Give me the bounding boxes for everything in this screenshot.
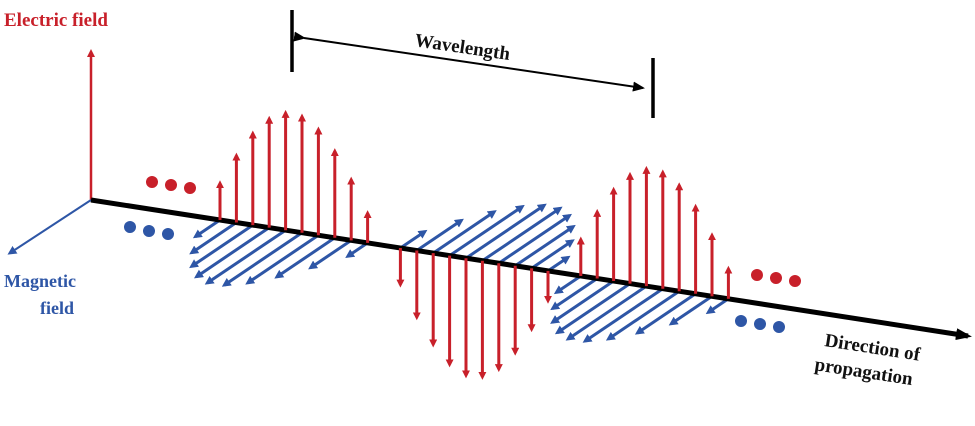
magnetic-field-label-line2: field — [40, 298, 74, 318]
magnetic-field-arrow — [399, 229, 428, 250]
magnetic-field-arrow — [448, 204, 525, 257]
magnetic-field-arrow — [705, 297, 730, 315]
magnetic-field-arrow — [204, 228, 287, 285]
magnetic-field-arrows — [189, 203, 730, 343]
magnetic-field-arrow — [550, 279, 615, 324]
magnetic-field-arrow — [582, 287, 664, 343]
magnetic-field-arrow — [192, 218, 221, 239]
magnetic-field-arrow — [550, 277, 599, 311]
magnetic-continuation-dots-left — [124, 221, 174, 240]
magnetic-field-arrow — [668, 295, 713, 326]
magnetic-field-label-line1: Magnetic — [4, 271, 76, 291]
magnetic-field-arrow — [274, 236, 336, 279]
propagation-axis — [90, 197, 972, 341]
magnetic-field-arrow — [553, 274, 582, 295]
magnetic-field-arrow — [415, 218, 464, 252]
magnetic-field-axis — [7, 199, 92, 255]
magnetic-field-arrow — [514, 224, 576, 268]
electric-field-label: Electric field — [4, 10, 108, 31]
magnetic-field-arrow — [194, 226, 271, 279]
electric-continuation-dots-left — [146, 176, 196, 194]
magnetic-continuation-dots-right — [735, 315, 785, 333]
magnetic-field-arrow — [189, 223, 254, 269]
magnetic-field-arrow — [547, 255, 571, 273]
magnetic-field-arrow — [432, 210, 497, 255]
electric-continuation-dots-right — [751, 269, 801, 287]
magnetic-field-arrow — [245, 234, 320, 285]
magnetic-field-arrow — [189, 221, 238, 255]
wavelength-dimension-line — [293, 31, 645, 92]
magnetic-field-arrow — [554, 282, 631, 335]
magnetic-field-arrow — [465, 203, 547, 260]
wavelength-label: Wavelength — [413, 30, 512, 65]
magnetic-field-arrow — [481, 206, 563, 262]
magnetic-field-arrow — [497, 213, 572, 265]
magnetic-field-arrow — [605, 289, 681, 341]
magnetic-field-arrow — [634, 292, 697, 335]
magnetic-field-arrow — [530, 239, 575, 270]
magnetic-field-arrow — [221, 231, 303, 287]
magnetic-field-arrow — [345, 241, 369, 258]
electric-field-arrows — [216, 109, 733, 380]
magnetic-field-arrow — [565, 284, 648, 341]
magnetic-field-arrow — [308, 239, 353, 270]
